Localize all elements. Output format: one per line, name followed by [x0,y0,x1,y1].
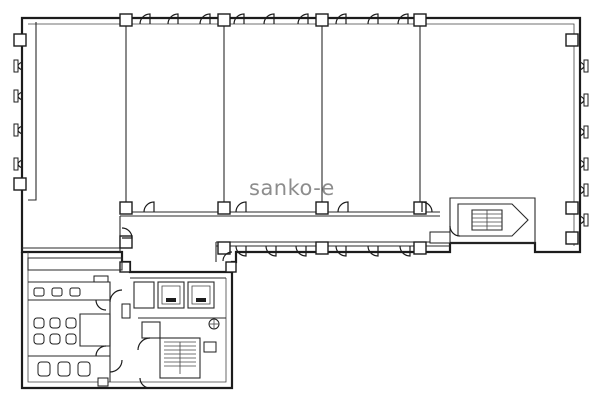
corridor-doors-upper [143,201,433,213]
exterior-walls [20,16,582,390]
structural-columns [13,13,579,273]
left-wall-windows [13,59,23,171]
room-partitions [22,22,450,262]
restrooms [27,257,123,387]
east-stair [429,197,536,244]
corridor-doors-lower [121,227,411,262]
watermark: sanko-e [249,176,335,200]
right-wall-windows [579,59,589,227]
elevator-stair-core [121,277,226,389]
top-wall-doors [139,13,409,25]
